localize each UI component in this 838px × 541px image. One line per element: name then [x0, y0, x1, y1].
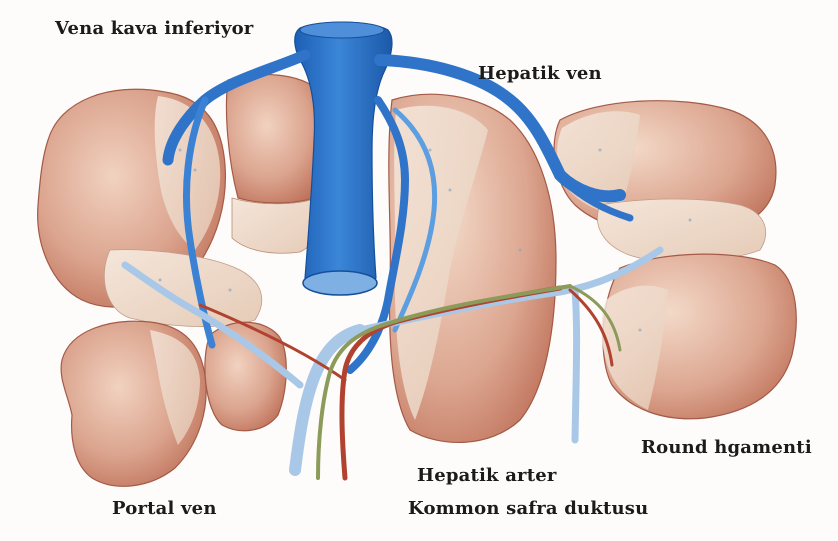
ivc-lumen-opening: [303, 271, 377, 295]
label-hepatik-arter: Hepatik arter: [417, 465, 557, 486]
label-kommon-safra-duktusu: Kommon safra duktusu: [408, 498, 648, 519]
ivc-top-opening: [300, 22, 384, 38]
label-hepatik-ven: Hepatik ven: [478, 63, 602, 84]
label-portal-ven: Portal ven: [112, 498, 217, 519]
liver-segment-mid-left-plate: [104, 250, 262, 327]
liver-segment-right-plate: [597, 199, 765, 260]
round-ligament-branch: [575, 290, 577, 440]
label-round-ligamenti: Round hgamenti: [641, 437, 812, 458]
label-vena-kava-inferiyor: Vena kava inferiyor: [55, 18, 254, 39]
